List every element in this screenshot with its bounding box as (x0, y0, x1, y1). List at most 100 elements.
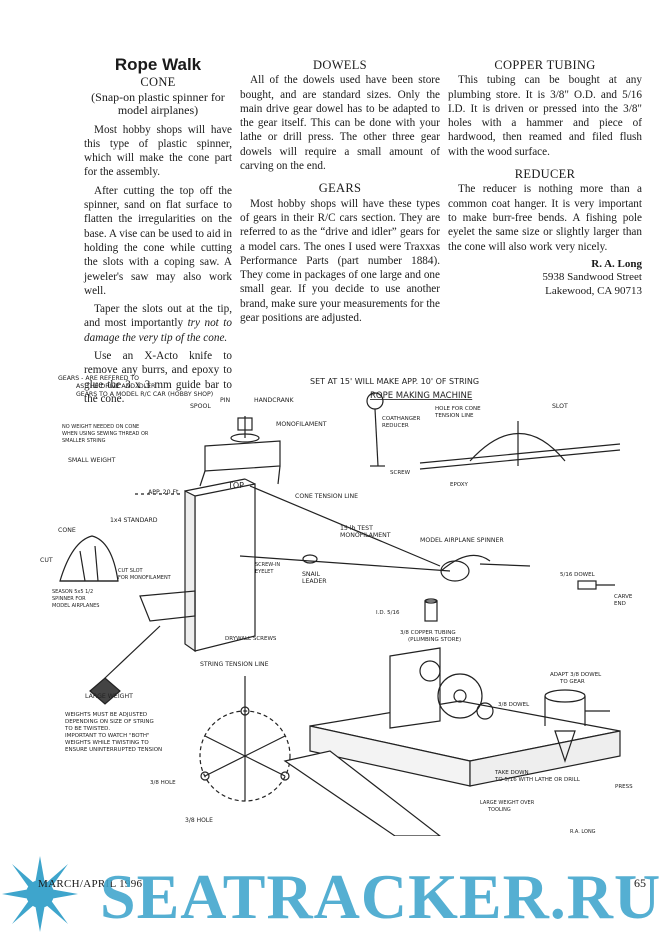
label-top: TOP (227, 481, 244, 490)
cone-paragraph-1: Most hobby shops will have this type of … (84, 123, 232, 179)
label-copper-2: (PLUMBING STORE) (408, 637, 461, 643)
label-set-note: SET AT 15' WILL MAKE APP. 10' OF STRING (310, 377, 479, 386)
label-screw-eye-1: SCREW-IN (255, 562, 280, 568)
author-street: 5938 Sandwood Street (542, 271, 642, 284)
label-carve-1: CARVE (614, 594, 633, 600)
author-signature: R. A. Long 5938 Sandwood Street Lakewood… (448, 258, 642, 299)
label-dowel: 5/16 DOWEL (560, 572, 596, 578)
gears-heading: GEARS (318, 181, 362, 196)
string-line (239, 555, 451, 572)
column-copper-reducer: COPPER TUBING This tubing can be bought … (448, 58, 642, 298)
label-season-3: MODEL AIRPLANES (52, 603, 99, 609)
issue-date: MARCH/APRIL 1996 (38, 878, 143, 890)
gear-detail (544, 689, 610, 763)
cone-slot-detail (419, 421, 621, 470)
column-dowels-gears: DOWELS All of the dowels used have been … (240, 58, 440, 329)
cone-detail (59, 535, 119, 582)
label-season-2: SPINNER FOR (52, 596, 86, 602)
label-hole-38: 3/8 HOLE (150, 780, 176, 786)
cone-subheading: (Snap-on plastic spinner for model airpl… (91, 89, 225, 118)
rope-machine-diagram: GEARS - ARE REFERED TO AS THE DRIVE AND … (40, 375, 633, 836)
dowel-detail (577, 580, 615, 590)
label-approx: APP. 20 Ft. (148, 489, 180, 496)
snail-leader (302, 554, 318, 564)
cone-paragraph-3: Taper the slots out at the tip, and most… (84, 302, 232, 345)
label-weights-5: WEIGHTS WHILE TWISTING TO (65, 740, 149, 746)
label-coathanger-1: COATHANGER (382, 416, 421, 422)
label-copper-1: 3/8 COPPER TUBING (400, 630, 456, 636)
reducer-paragraph: The reducer is nothing more than a commo… (448, 183, 642, 253)
hole-layout-circle (199, 676, 291, 802)
cone-paragraph-3-text: Taper the slots out at the tip, and most… (84, 303, 232, 330)
label-slot: SLOT (552, 403, 568, 410)
label-snail-2: LEADER (302, 578, 327, 585)
cone-paragraph-3-emphasis: try not to damage the very tip of the co… (84, 317, 232, 344)
label-no-weight-3: SMALLER STRING (62, 438, 106, 444)
label-cone: CONE (58, 527, 76, 534)
label-large-weight: LARGE WEIGHT (85, 693, 133, 700)
page-number: 65 (634, 876, 646, 890)
label-season-1: SEASON 5x5 1/2 (52, 589, 93, 595)
cone-spinner (440, 554, 531, 582)
label-take-down-1: TAKE DOWN (494, 770, 529, 776)
label-adapt-2: TO GEAR (559, 679, 585, 685)
diagram-labels: GEARS - ARE REFERED TO AS THE DRIVE AND … (40, 375, 633, 835)
label-test-mono-1: 15 lb TEST (340, 525, 373, 532)
cone-heading: CONE (140, 75, 176, 90)
label-gears-1: GEARS - ARE REFERED TO (58, 375, 139, 382)
label-handcrank: HANDCRANK (254, 397, 295, 404)
crank-assembly (309, 647, 621, 787)
page-footer: MARCH/APRIL 1996 SEATRACKER.RU 65 (0, 838, 664, 945)
label-cut: CUT (40, 557, 53, 564)
label-id: I.D. 5/16 (376, 610, 400, 616)
column-cone: Rope Walk CONE (Snap-on plastic spinner … (84, 55, 232, 410)
label-hole-cone-1: HOLE FOR CONE (435, 406, 481, 412)
label-hole-38b: 3/8 HOLE (185, 817, 213, 824)
coathanger-reducer (366, 392, 385, 467)
label-spool: SPOOL (190, 403, 211, 410)
large-weight (89, 625, 161, 705)
dowels-paragraph: All of the dowels used have been store b… (240, 74, 440, 173)
label-carve-2: END (614, 601, 626, 607)
label-hole-cone-2: TENSION LINE (434, 413, 474, 419)
label-coathanger-2: REDUCER (382, 423, 409, 429)
label-weights-3: TO BE TWISTED. (64, 726, 110, 732)
label-pin: PIN (220, 397, 231, 404)
label-standard: 1x4 STANDARD (110, 517, 158, 524)
label-test-mono-2: MONOFILAMENT (340, 532, 391, 539)
label-string-tension: STRING TENSION LINE (200, 661, 269, 668)
label-cut-slot-1: CUT SLOT (118, 568, 144, 574)
label-take-down-2: TO 5/16 WITH LATHE OR DRILL (494, 777, 581, 783)
cone-paragraph-4: Use an X-Acto knife to remove any burrs,… (84, 350, 232, 405)
label-take-down-3: PRESS (615, 784, 633, 790)
label-weights-2: DEPENDING ON SIZE OF STRING (65, 719, 154, 725)
dowels-heading: DOWELS (313, 58, 367, 72)
cone-tension-line (249, 485, 441, 567)
label-no-weight-2: WHEN USING SEWING THREAD OR (62, 431, 149, 437)
cone-paragraph-2: After cutting the top off the spinner, s… (84, 184, 232, 297)
copper-heading: COPPER TUBING (494, 58, 596, 72)
article-title: Rope Walk (114, 55, 202, 74)
label-gears-2: AS THE DRIVE AND IDLER (76, 383, 156, 390)
spool-assembly (199, 416, 281, 487)
label-no-weight-1: NO WEIGHT NEEDED ON CONE (62, 424, 139, 430)
label-drywall: DRYWALL SCREWS (225, 636, 277, 642)
label-spinner: MODEL AIRPLANE SPINNER (420, 537, 504, 544)
label-weights-1: WEIGHTS MUST BE ADJUSTED (65, 712, 147, 718)
base-board (283, 750, 441, 836)
label-adapt-1: ADAPT 3/8 DOWEL (550, 672, 602, 678)
label-dowel-38: 3/8 DOWEL (498, 702, 530, 708)
copper-tubing-detail (424, 598, 438, 622)
label-monofilament: MONOFILAMENT (276, 421, 327, 428)
upright-base (139, 590, 196, 622)
label-small-weight: SMALL WEIGHT (68, 457, 116, 464)
author-name: R. A. Long (591, 257, 642, 270)
label-snail-1: SNAIL (302, 571, 321, 578)
label-gears-3: GEARS TO A MODEL R/C CAR (HOBBY SHOP) (76, 391, 213, 398)
label-weights-6: ENSURE UNINTERRUPTED TENSION (65, 747, 162, 753)
label-large-weight-b-2: TOOLING (487, 807, 511, 813)
gears-paragraph: Most hobby shops will have these types o… (240, 197, 440, 325)
label-screw-eye-2: EYELET (255, 569, 274, 575)
label-screw: SCREW (390, 470, 411, 476)
reducer-heading: REDUCER (514, 167, 576, 182)
